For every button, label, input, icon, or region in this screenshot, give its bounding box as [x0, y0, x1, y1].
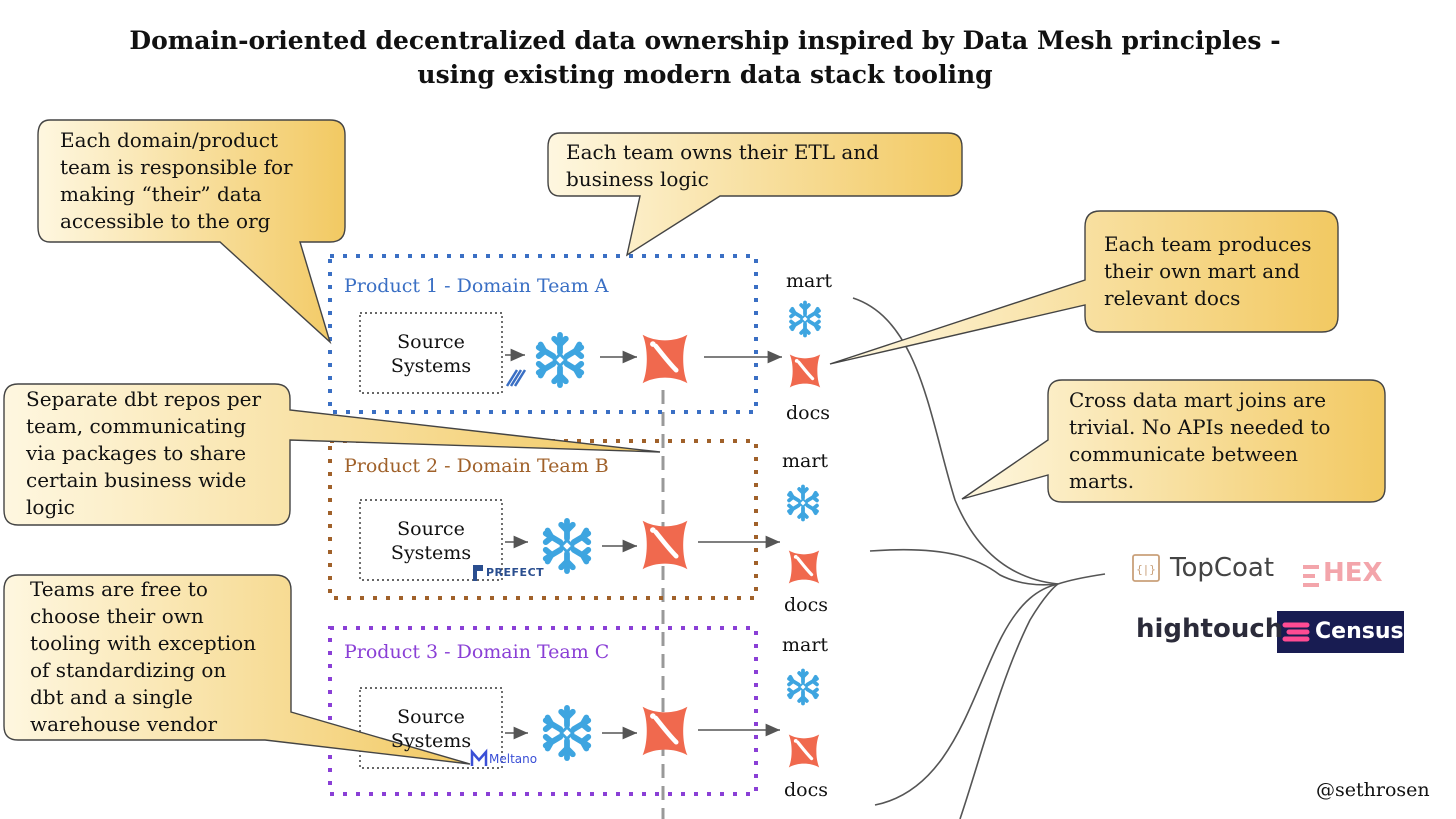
callout-3-text: Each team produces their own mart and re…	[1104, 231, 1311, 312]
callout-line: their own mart and	[1104, 259, 1300, 283]
prefect-logo-icon	[473, 565, 483, 581]
source-systems-label-a: Source Systems	[361, 330, 501, 378]
docs-label-a: docs	[786, 402, 830, 424]
callout-5-text: Cross data mart joins are trivial. No AP…	[1069, 387, 1330, 495]
source-line: Source	[397, 518, 465, 540]
dbt-icon	[643, 707, 688, 756]
callout-4-bubble	[3, 383, 661, 526]
callout-line: warehouse vendor	[30, 712, 218, 736]
docs-dbt-icon	[787, 732, 821, 770]
callout-line: via packages to share	[26, 441, 247, 465]
connector-curves	[852, 297, 1106, 819]
docs-dbt-icon	[788, 352, 822, 390]
hightouch-logo: hightouch	[1136, 614, 1284, 644]
callout-line: certain business wide	[26, 468, 247, 492]
callout-1-bubble	[37, 119, 346, 345]
callout-2-text: Each team owns their ETL and business lo…	[566, 139, 879, 193]
stitch-logo-icon	[505, 369, 527, 387]
team-c-label: Product 3 - Domain Team C	[344, 641, 610, 663]
author-handle: @sethrosen	[1316, 779, 1430, 801]
callout-line: relevant docs	[1104, 286, 1241, 310]
callout-line: Each domain/product	[60, 128, 279, 152]
topcoat-logo-icon: {|}	[1132, 554, 1160, 582]
team-b-label: Product 2 - Domain Team B	[344, 455, 609, 477]
meltano-logo-icon	[470, 748, 488, 766]
source-line: Source	[397, 706, 465, 728]
team-c-box	[328, 626, 758, 796]
callout-line: business logic	[566, 167, 709, 191]
mart-snowflake-icon	[789, 300, 821, 338]
callout-line: team, communicating	[26, 414, 247, 438]
callout-line: Cross data mart joins are	[1069, 388, 1327, 412]
callout-line: dbt and a single	[30, 685, 193, 709]
hex-logo: HEX	[1323, 558, 1383, 588]
docs-dbt-icon	[787, 548, 821, 586]
snowflake-icon	[546, 708, 589, 758]
title-line-2: using existing modern data stack tooling	[417, 60, 993, 89]
mart-label-b: mart	[782, 450, 829, 472]
mart-label-a: mart	[786, 270, 833, 292]
source-box-a	[359, 312, 503, 394]
dbt-icon	[643, 335, 688, 384]
callout-line: tooling with exception	[30, 631, 257, 655]
team-b-box	[328, 439, 758, 600]
callout-line: accessible to the org	[60, 209, 271, 233]
svg-text:{|}: {|}	[1136, 563, 1156, 576]
callout-6-text: Teams are free to choose their own tooli…	[30, 576, 256, 738]
prefect-logo: PREFECT	[486, 566, 545, 579]
callout-line: marts.	[1069, 469, 1135, 493]
callout-line: Each team owns their ETL and	[566, 140, 879, 164]
callout-line: Separate dbt repos per	[26, 387, 262, 411]
callout-line: Teams are free to	[30, 577, 208, 601]
callout-line: Each team produces	[1104, 232, 1312, 256]
callout-line: choose their own	[30, 604, 204, 628]
callout-line: team is responsible for	[60, 155, 293, 179]
callout-line: making “their” data	[60, 182, 262, 206]
census-logo: Census	[1315, 619, 1404, 644]
flow-arrows	[505, 348, 782, 740]
callout-line: logic	[26, 495, 75, 519]
callout-1-text: Each domain/product team is responsible …	[60, 127, 293, 235]
callout-4-text: Separate dbt repos per team, communicati…	[26, 386, 261, 521]
page-title: Domain-oriented decentralized data owner…	[0, 24, 1410, 92]
callout-5-bubble	[961, 379, 1386, 503]
docs-label-b: docs	[784, 594, 828, 616]
mart-snowflake-icon	[787, 668, 819, 706]
callout-3-bubble	[829, 210, 1339, 365]
mart-label-c: mart	[782, 634, 829, 656]
source-systems-label-c: Source Systems	[361, 705, 501, 753]
callout-6-bubble	[3, 574, 471, 765]
callout-line: of standardizing on	[30, 658, 227, 682]
docs-label-c: docs	[784, 779, 828, 801]
snowflake-icon	[546, 521, 589, 571]
team-a-label: Product 1 - Domain Team A	[344, 275, 609, 297]
callout-line: trivial. No APIs needed to	[1069, 415, 1331, 439]
meltano-logo: Meltano	[489, 752, 538, 766]
title-line-1: Domain-oriented decentralized data owner…	[129, 26, 1281, 55]
callout-line: communicate between	[1069, 442, 1299, 466]
hex-logo-icon	[1303, 565, 1319, 587]
dbt-icon	[643, 521, 688, 570]
mart-snowflake-icon	[787, 484, 819, 522]
team-a-box	[328, 254, 758, 414]
source-systems-label-b: Source Systems	[361, 517, 501, 565]
snowflake-icon	[539, 335, 582, 385]
callout-2-bubble	[547, 132, 963, 257]
census-logo-icon	[1282, 622, 1310, 642]
source-line: Systems	[390, 355, 472, 377]
topcoat-logo: TopCoat	[1170, 553, 1275, 583]
source-line: Source	[397, 331, 465, 353]
source-line: Systems	[390, 542, 472, 564]
source-line: Systems	[390, 730, 472, 752]
